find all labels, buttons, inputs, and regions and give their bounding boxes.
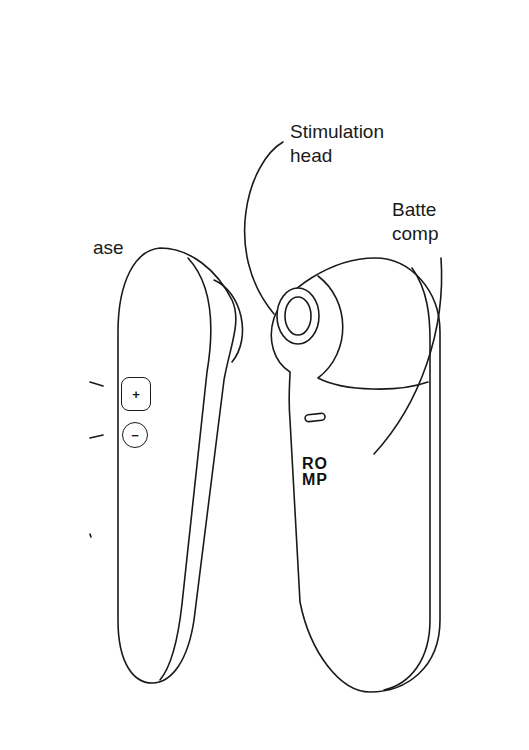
button-symbol: −: [131, 429, 139, 442]
device-front-outline: [271, 258, 440, 692]
leader-line: [245, 142, 283, 314]
plus-button: +: [121, 377, 151, 411]
stimulation-head: [277, 288, 319, 344]
part-name: Batte comp: [392, 198, 448, 246]
stimulation-opening: [285, 297, 311, 335]
leader-line: [90, 435, 103, 438]
brand-logo: RO MP: [302, 456, 336, 488]
indicator-slot: [305, 413, 326, 422]
leader-line: [90, 382, 103, 386]
part-name: ase: [93, 236, 153, 260]
face-contour: [318, 276, 428, 389]
leader-line: [374, 258, 442, 454]
device-side-outline: [118, 248, 236, 683]
part-name: Stimulation head: [290, 120, 430, 168]
side-seam: [160, 258, 211, 680]
minus-button: −: [122, 422, 148, 448]
leader-line: [90, 534, 91, 537]
head-bump: [214, 280, 242, 362]
side-seam: [384, 268, 430, 690]
button-symbol: +: [132, 388, 140, 401]
